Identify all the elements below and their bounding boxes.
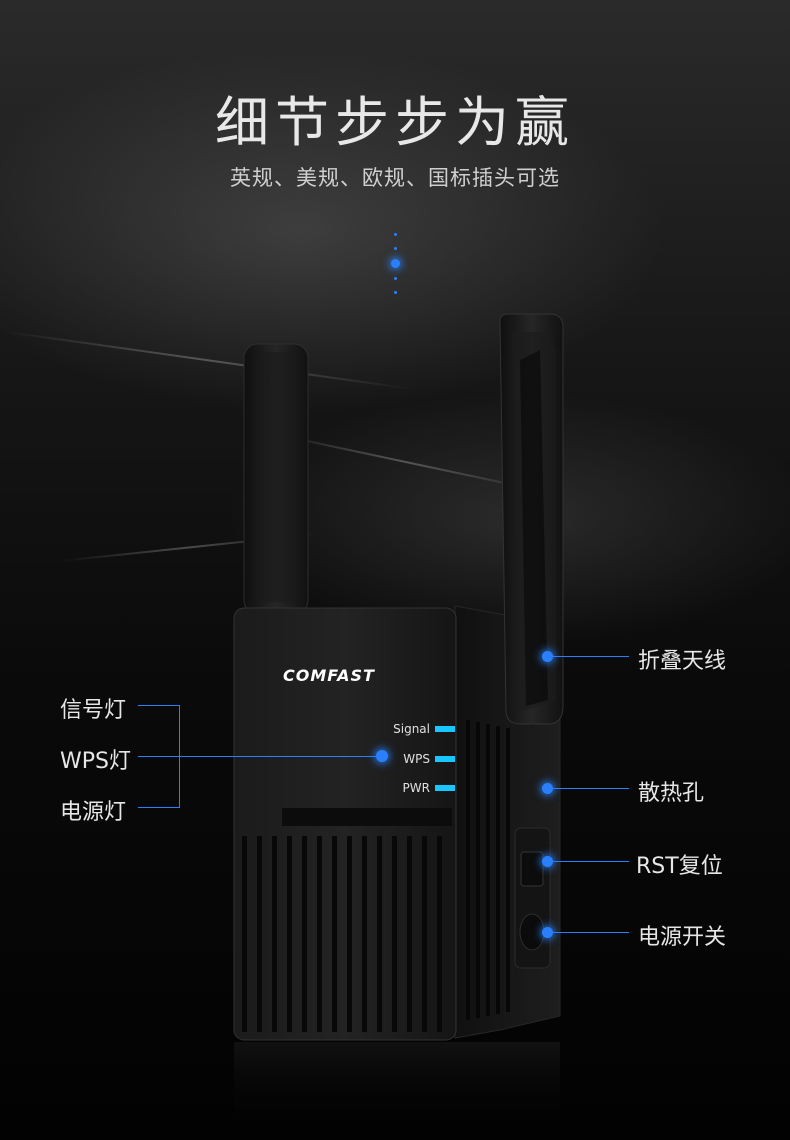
- leader-line: [553, 788, 629, 789]
- callout-power-light: 电源灯: [60, 800, 127, 825]
- pwr-led-icon: [435, 785, 455, 791]
- callout-wps-light: WPS灯: [60, 749, 131, 774]
- page-subtitle: 英规、美规、欧规、国标插头可选: [230, 166, 560, 190]
- leader-line: [553, 861, 629, 862]
- callout-dot: [542, 927, 553, 938]
- wps-led-icon: [435, 756, 455, 762]
- brand-logo: COMFAST: [283, 666, 375, 685]
- decor-dot: [394, 291, 397, 294]
- page-title: 细节步步为赢: [215, 91, 575, 154]
- decor-dot: [394, 247, 397, 250]
- led-label-wps: WPS: [403, 752, 430, 766]
- leader-line: [138, 807, 180, 808]
- callout-signal-light: 信号灯: [60, 698, 127, 723]
- signal-led-icon: [435, 726, 455, 732]
- leader-line: [553, 656, 629, 657]
- right-antenna: [499, 313, 564, 725]
- leader-line: [179, 705, 180, 808]
- led-label-signal: Signal: [393, 722, 430, 736]
- callout-foldable-antenna: 折叠天线: [638, 649, 727, 674]
- callout-power-switch: 电源开关: [638, 925, 727, 950]
- decor-dot: [391, 259, 400, 268]
- leader-line: [138, 705, 180, 706]
- decor-dot: [394, 277, 397, 280]
- callout-dot: [542, 783, 553, 794]
- decor-dot: [394, 233, 397, 236]
- callout-dot: [542, 651, 553, 662]
- led-label-pwr: PWR: [402, 781, 430, 795]
- callout-dot: [542, 856, 553, 867]
- callout-dot: [376, 750, 388, 762]
- callout-vents: 散热孔: [638, 781, 705, 806]
- callout-reset: RST复位: [636, 854, 723, 879]
- left-antenna: [243, 343, 309, 615]
- leader-line: [553, 932, 629, 933]
- leader-line: [138, 756, 378, 757]
